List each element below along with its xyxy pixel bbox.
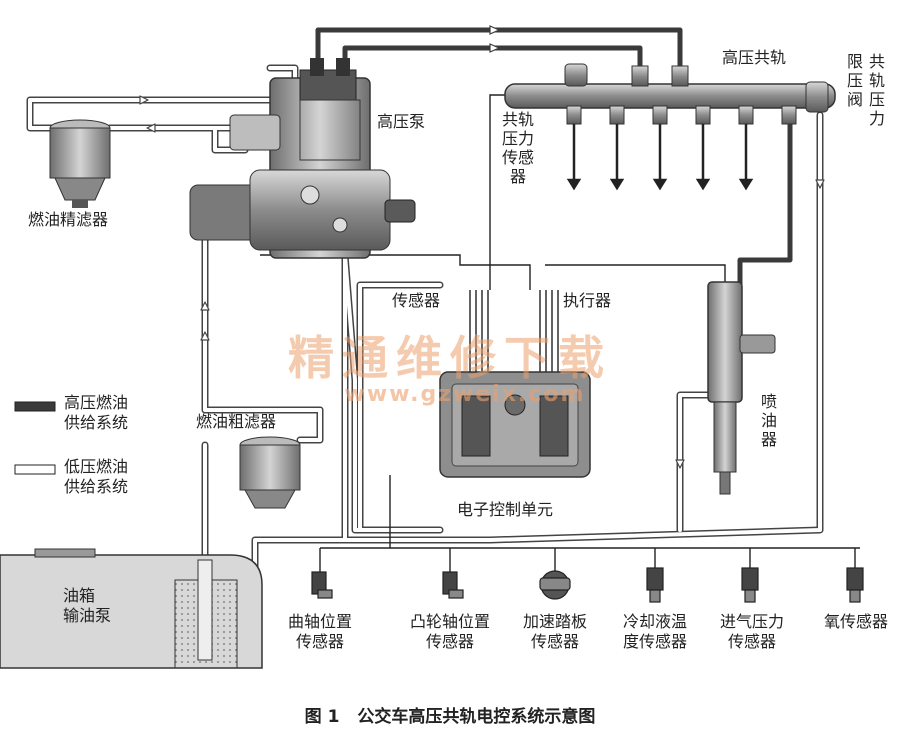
figure-caption: 图 1 公交车高压共轨电控系统示意图 — [0, 702, 900, 727]
coolant-sensor-icon — [646, 567, 664, 603]
figure-title: 公交车高压共轨电控系统示意图 — [357, 707, 596, 727]
rail-pressure-type-label: 共轨压力 — [868, 52, 885, 128]
signal-wires — [260, 94, 860, 575]
fuel-tank — [0, 548, 263, 669]
cam-sensor-icon — [442, 571, 464, 599]
legend-low-label-1: 低压燃油 — [64, 457, 129, 476]
fine-filter-label: 燃油精滤器 — [28, 210, 109, 229]
oxygen-sensor-icon — [846, 567, 864, 603]
high-pressure-pump — [189, 58, 416, 259]
injector-label: 喷油器 — [760, 392, 777, 449]
feed-pump-label: 输油泵 — [63, 606, 112, 625]
sensor-2-label-2: 传感器 — [530, 632, 579, 651]
sensor-2-label-1: 加速踏板 — [522, 612, 587, 631]
watermark-text: 精通维修下载 — [288, 331, 612, 385]
legend-low-swatch — [14, 464, 56, 475]
crank-sensor-icon — [311, 571, 333, 599]
sensor-4-label-2: 传感器 — [727, 632, 776, 651]
sensor-1-label-2: 传感器 — [425, 632, 474, 651]
injector — [707, 281, 776, 495]
fuel-fine-filter — [49, 119, 111, 208]
low-pressure-lines — [26, 64, 825, 664]
legend — [14, 401, 56, 475]
sensor-0-label-2: 传感器 — [295, 632, 344, 651]
fuel-coarse-filter — [239, 436, 301, 509]
tank-label: 油箱 — [63, 586, 96, 605]
limit-valve-label: 限压阀 — [846, 52, 863, 109]
legend-low-label-2: 供给系统 — [64, 477, 129, 496]
ecu-label: 电子控制单元 — [457, 500, 554, 519]
sensor-icons — [311, 567, 864, 603]
sensor-1-label-1: 凸轮轴位置 — [409, 612, 490, 631]
high-pressure-lines — [315, 27, 793, 288]
sensor-label: 传感器 — [392, 291, 441, 310]
ecu — [439, 371, 591, 478]
pedal-sensor-icon — [539, 570, 571, 600]
sensor-3-label-1: 冷却液温 — [622, 612, 687, 631]
sensor-3-label-2: 度传感器 — [622, 632, 687, 651]
actuator-label: 执行器 — [563, 291, 612, 310]
legend-high-label-2: 供给系统 — [64, 413, 129, 432]
legend-high-label-1: 高压燃油 — [64, 393, 129, 412]
figure-number: 图 1 — [304, 707, 340, 727]
sensor-4-label-1: 进气压力 — [719, 612, 784, 631]
sensor-0-label-1: 曲轴位置 — [287, 612, 352, 631]
watermark-url: www.gzweix.com — [344, 382, 586, 407]
intake-sensor-icon — [741, 567, 759, 603]
legend-high-swatch — [14, 401, 56, 412]
rail-label: 高压共轨 — [722, 48, 787, 67]
pump-label: 高压泵 — [377, 112, 426, 131]
sensor-5-label-1: 氧传感器 — [823, 612, 888, 631]
rail-sensor-label: 共轨压力传感器 — [501, 110, 534, 186]
common-rail — [504, 63, 836, 191]
coarse-filter-label: 燃油粗滤器 — [196, 412, 277, 431]
